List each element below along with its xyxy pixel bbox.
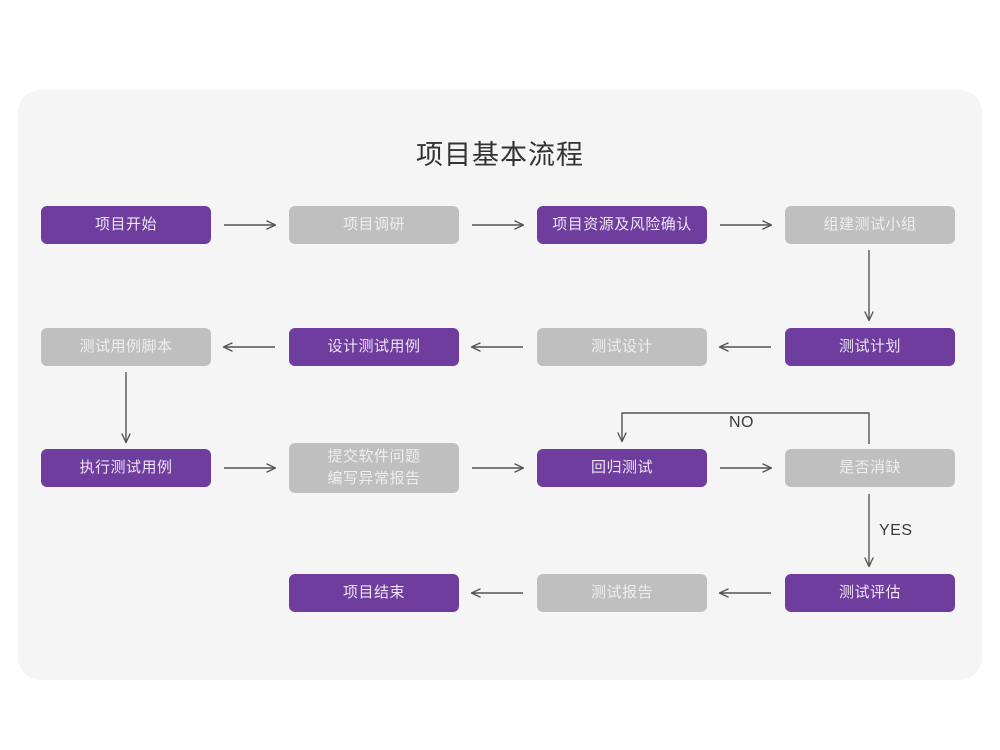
edge-label-no: NO <box>729 414 754 431</box>
node-execute-test-cases[interactable]: 执行测试用例 <box>41 449 211 487</box>
node-resource-risk-confirm[interactable]: 项目资源及风险确认 <box>537 206 707 244</box>
page-title: 项目基本流程 <box>416 140 584 170</box>
node-project-end[interactable]: 项目结束 <box>289 574 459 612</box>
node-test-design[interactable]: 测试设计 <box>537 328 707 366</box>
node-test-case-script[interactable]: 测试用例脚本 <box>41 328 211 366</box>
node-submit-defect-report[interactable]: 提交软件问题 编写异常报告 <box>289 443 459 493</box>
node-test-report[interactable]: 测试报告 <box>537 574 707 612</box>
node-project-research[interactable]: 项目调研 <box>289 206 459 244</box>
node-form-test-team[interactable]: 组建测试小组 <box>785 206 955 244</box>
node-regression-test[interactable]: 回归测试 <box>537 449 707 487</box>
node-project-start[interactable]: 项目开始 <box>41 206 211 244</box>
node-test-evaluation[interactable]: 测试评估 <box>785 574 955 612</box>
node-design-test-cases[interactable]: 设计测试用例 <box>289 328 459 366</box>
node-test-plan[interactable]: 测试计划 <box>785 328 955 366</box>
edge-label-yes: YES <box>879 522 913 539</box>
node-defect-resolved[interactable]: 是否消缺 <box>785 449 955 487</box>
